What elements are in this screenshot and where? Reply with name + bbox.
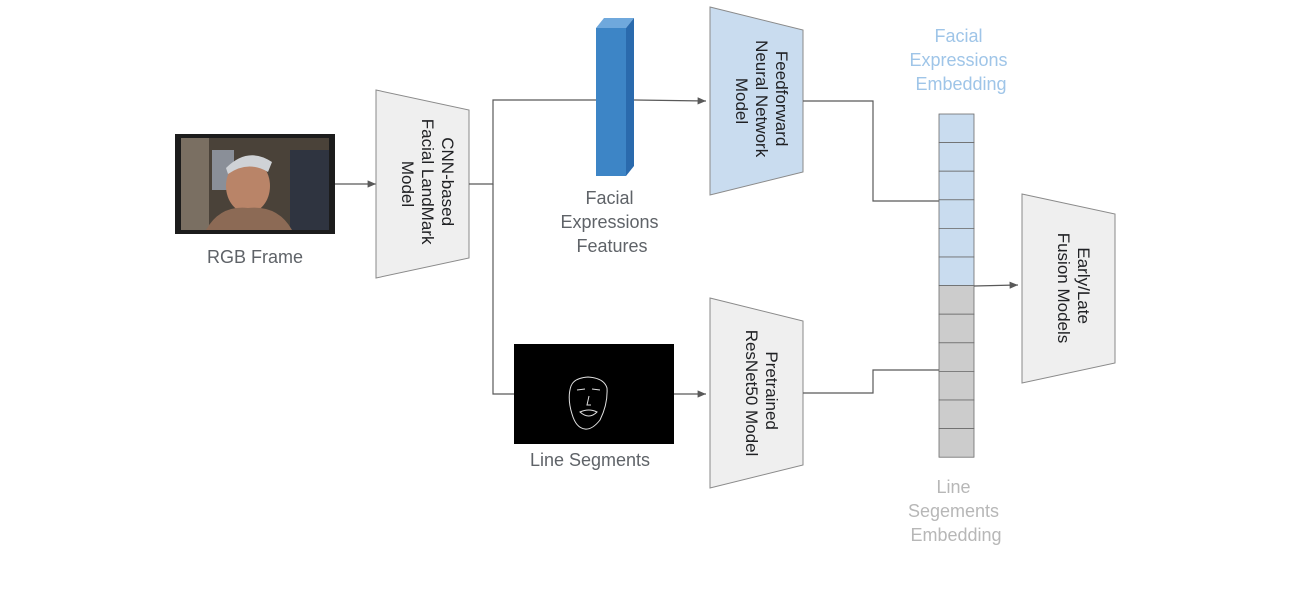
face-embedding-cell [938, 227, 975, 258]
ffnn-model-label: Feedforward Neural Network Model [732, 40, 791, 162]
line-embedding-cell [938, 428, 975, 458]
face-embedding-cell [938, 142, 975, 172]
line-embedding-cell [938, 342, 975, 372]
line-embedding-cell [938, 399, 975, 430]
ffnn-model-block [709, 6, 804, 196]
face-embedding-cell [938, 199, 975, 229]
face-embedding-cell [938, 256, 975, 287]
face-embedding-label: Facial Expressions Embedding [909, 26, 1012, 94]
landmark-model-block [375, 89, 470, 279]
resnet-model-block [709, 297, 804, 489]
line-segments-image [514, 344, 674, 444]
embedding-column [938, 113, 975, 458]
line-embedding-cell [938, 285, 975, 315]
connector-landmark-to-segments [492, 184, 514, 395]
fusion-model-block [1021, 193, 1116, 384]
face-embedding-cell [938, 170, 975, 201]
rgb-frame-image [175, 134, 335, 234]
arrow-features-to-ffnn [633, 97, 707, 105]
line-embedding-label: Line Segements Embedding [908, 477, 1004, 545]
fusion-model-label: Early/Late Fusion Models [1054, 233, 1093, 344]
features-bar [596, 18, 634, 176]
connector-ffnn-to-embedding [803, 100, 939, 202]
line-segments-label: Line Segments [530, 450, 650, 470]
connector-resnet-to-embedding [803, 369, 939, 394]
landmark-model-label: CNN-based Facial LandMark Model [398, 119, 457, 249]
line-embedding-cell [938, 370, 975, 401]
face-embedding-cell [938, 113, 975, 144]
resnet-model-label: Pretrained ResNet50 Model [742, 330, 781, 457]
connector-landmark-to-features [469, 99, 597, 185]
arrow-embedding-to-fusion [973, 281, 1019, 289]
line-embedding-cell [938, 313, 975, 344]
features-label: Facial Expressions Features [560, 188, 663, 256]
rgb-frame-label: RGB Frame [207, 247, 303, 267]
